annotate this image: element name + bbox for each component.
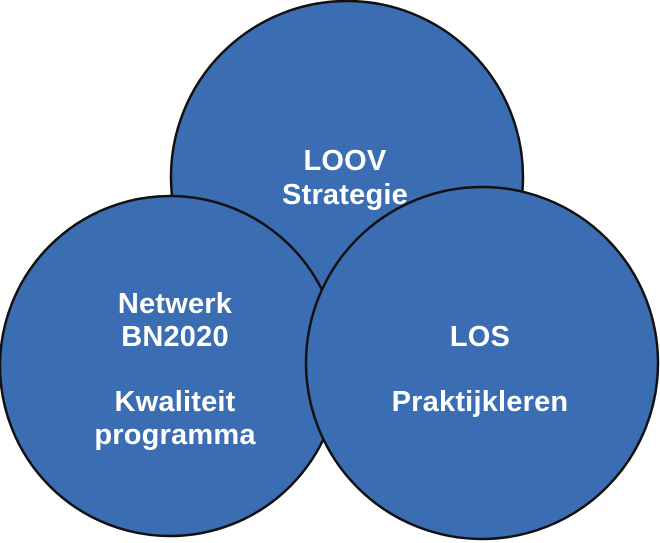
circle-los-praktijkleren [304,185,660,541]
label-strategie: Strategie [282,179,408,211]
label-bn2020: BN2020 [121,321,229,353]
label-los: LOS [450,321,510,353]
label-netwerk: Netwerk [118,288,233,320]
circle-netwerk-kwaliteit [0,194,342,538]
label-loov: LOOV [304,145,387,177]
label-programma: programma [94,419,256,451]
label-kwaliteit: Kwaliteit [114,386,235,418]
label-praktijkleren: Praktijkleren [392,386,569,418]
